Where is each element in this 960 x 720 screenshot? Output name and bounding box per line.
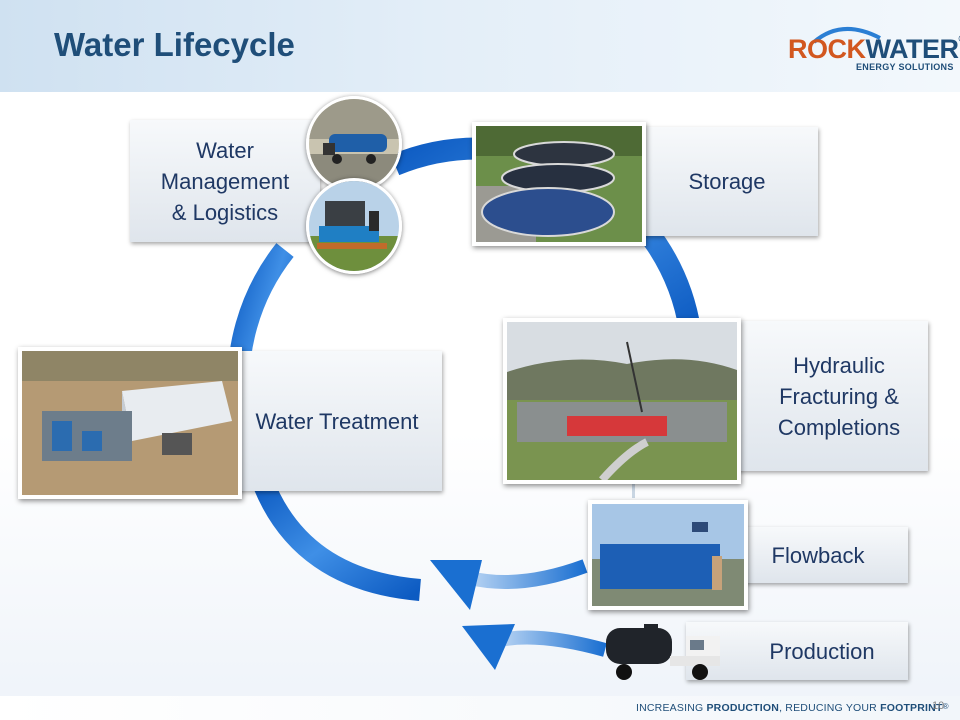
fracturing-line1: Hydraulic [793,352,885,378]
storage-box: Storage [636,127,818,236]
footer-part1: INCREASING [636,702,707,714]
storage-tanks-photo [472,122,646,246]
logo-tagline: ENERGY SOLUTIONS [856,62,954,72]
ring-arc-bottom [251,475,421,601]
water-management-line1: Water [196,137,254,163]
logo-swoosh-icon [812,26,881,44]
slide-header [0,0,960,92]
water-management-line2: Management [160,168,290,194]
production-box: Production [686,622,908,680]
slide-title: Water Lifecycle [54,26,295,63]
production-label: Production [769,638,875,664]
production-arrow-head [462,624,515,670]
storage-label: Storage [688,169,766,194]
treatment-plant-photo [18,347,242,499]
flowback-arrow-head [430,560,482,610]
water-management-line3: & Logistics [171,199,279,225]
flowback-label: Flowback [771,542,865,568]
water-treatment-box: Water Treatment [232,351,442,491]
logo-rock: ROCK [788,34,866,64]
pump-equipment-photo [306,178,402,274]
frac-site-photo [503,318,741,484]
footer-mark: ® [942,702,949,711]
flowback-arrow-tail [468,559,588,589]
production-arrow-tail [498,630,607,657]
connector [632,476,635,498]
logo-registered: ® [959,34,960,45]
footer-part2: PRODUCTION [706,702,780,714]
fracturing-line2: Fracturing & [779,383,899,409]
footer-part3: , REDUCING YOUR [779,702,881,714]
logo-water: WATER [865,34,960,64]
rockwater-logo: ROCKWATER® ENERGY SOLUTIONS [788,26,960,78]
water-management-box: Water Management & Logistics [130,120,320,242]
footer-slogan: INCREASING PRODUCTION, REDUCING YOUR FOO… [636,702,949,714]
footer-part4: FOOTPRINT [880,702,943,714]
flowback-box: Flowback [742,527,908,583]
fracturing-line3: Completions [777,414,901,440]
fracturing-box: Hydraulic Fracturing & Completions [736,321,928,471]
footer-bar [0,696,960,720]
logo-wordmark: ROCKWATER® [788,34,960,65]
production-truck-photo [600,622,728,684]
flowback-equipment-photo [588,500,748,610]
page-number: 10 [932,700,945,712]
water-treatment-label: Water Treatment [255,408,419,434]
